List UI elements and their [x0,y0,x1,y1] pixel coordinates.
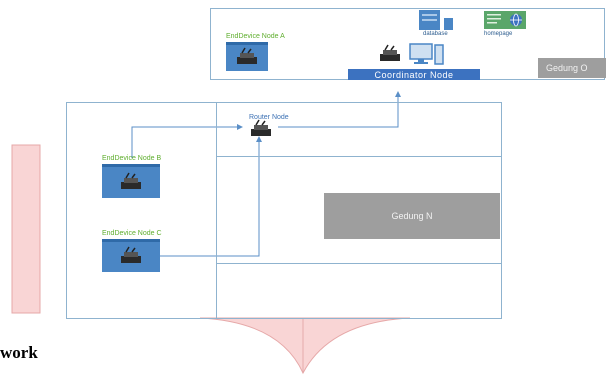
web-page-icon [483,10,527,30]
building-n-corridor-top [216,102,502,157]
pink-funnel [199,317,411,375]
link-c-router [160,136,262,257]
homepage-label: homepage [484,31,513,37]
computer-icon [408,42,446,66]
router-node[interactable] [244,118,278,140]
zigbee-device-icon [237,47,257,64]
end-device-a-label: EndDevice Node A [226,33,285,40]
figure-caption-fragment: work [0,343,38,362]
pink-side-strip [11,144,41,314]
end-device-a-node[interactable] [226,42,268,71]
zigbee-device-icon [121,246,141,263]
database-label: database [423,31,448,37]
end-device-b-label: EndDevice Node B [102,155,162,162]
end-device-c-label: EndDevice Node C [102,230,162,237]
building-o-label: Gedung O [538,58,606,78]
coordinator-device-icon [374,42,406,66]
coordinator-node-banner: Coordinator Node [348,69,480,80]
end-device-b-node[interactable] [102,164,160,198]
zigbee-device-icon [121,172,141,189]
zigbee-device-icon [251,119,271,136]
link-router-coordinator [278,91,401,128]
router-node-label: Router Node [249,114,289,121]
zigbee-device-icon [380,44,400,61]
building-n-label: Gedung N [324,193,500,239]
end-device-c-node[interactable] [102,239,160,272]
building-n-corridor-bottom [216,263,502,319]
building-n-divider [216,102,217,319]
database-server-icon [418,9,454,31]
link-b-router [131,124,243,158]
